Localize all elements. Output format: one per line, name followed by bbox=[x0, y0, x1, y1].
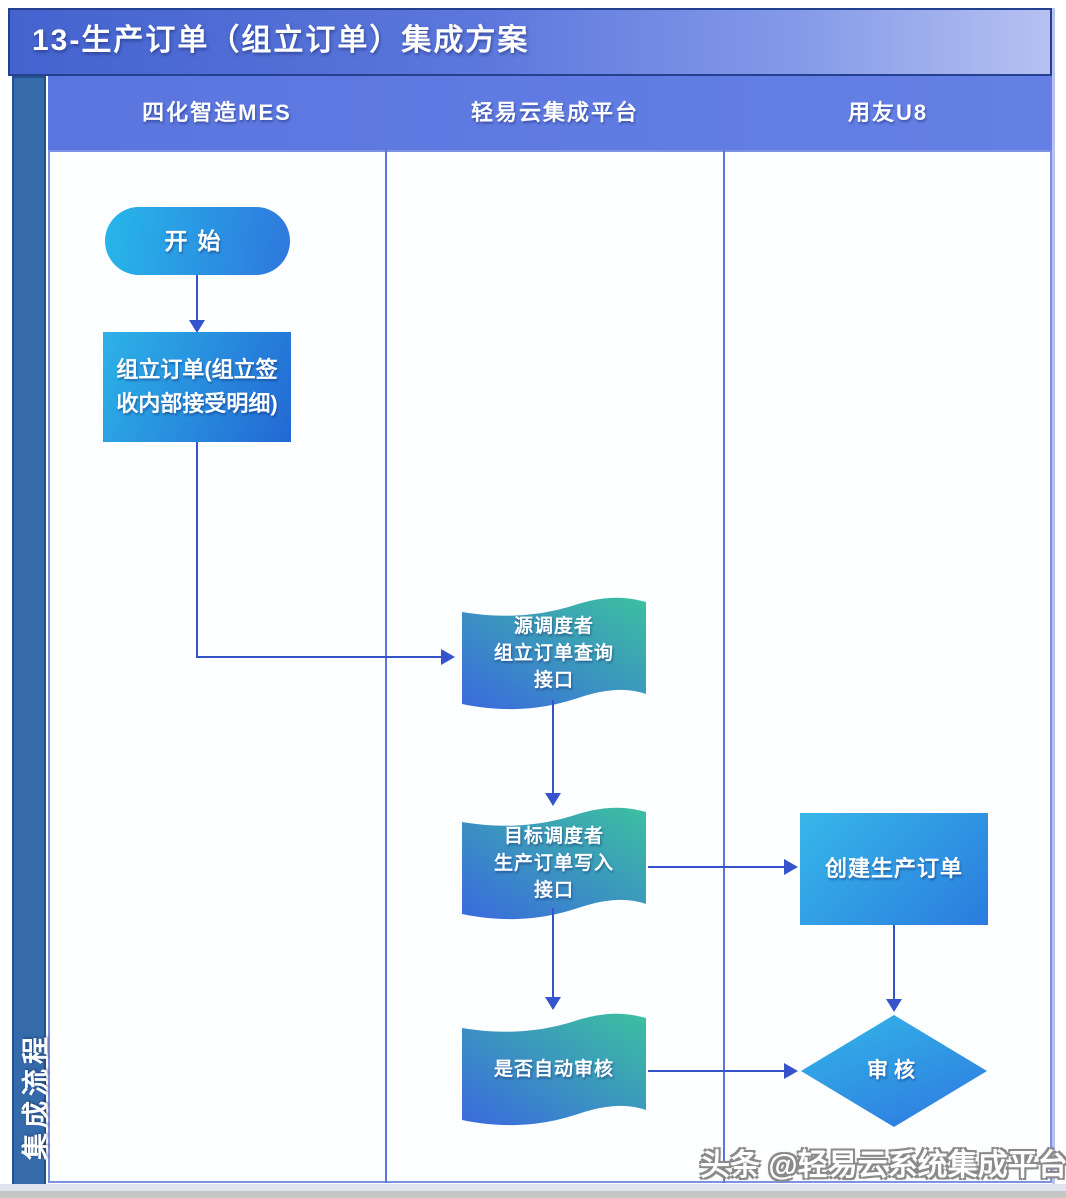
wave-shape bbox=[462, 597, 646, 710]
node-target-scheduler: 目标调度者 生产订单写入 接口 bbox=[460, 806, 648, 926]
connector-create-to-audit bbox=[893, 925, 895, 1000]
node-create-production-order: 创建生产订单 bbox=[800, 813, 988, 925]
node-source-scheduler-label: 源调度者 组立订单查询 接口 bbox=[460, 596, 648, 710]
node-auto-audit-check-label: 是否自动审核 bbox=[460, 1012, 648, 1126]
node-assembly-order: 组立订单(组立签 收内部接受明细) bbox=[103, 332, 291, 442]
wave-shape bbox=[462, 1013, 646, 1126]
connector-assembly-to-source bbox=[196, 656, 441, 658]
lane-title-qingyiyun: 轻易云集成平台 bbox=[470, 100, 639, 125]
source-scheduler-line1: 源调度者 bbox=[513, 615, 594, 637]
connector-source-to-target bbox=[552, 700, 554, 794]
watermark: 头条 @轻易云系统集成平台 bbox=[700, 1149, 1066, 1182]
sidebar-vertical-label: 集成流程 bbox=[21, 1032, 51, 1160]
node-audit-label: 审核 bbox=[867, 1059, 921, 1082]
auto-audit-check-line1: 是否自动审核 bbox=[493, 1058, 614, 1080]
page-bottom-edge-light bbox=[0, 1184, 1066, 1191]
target-scheduler-line3: 接口 bbox=[533, 879, 574, 901]
page-bottom-edge-dark bbox=[0, 1191, 1066, 1198]
node-assembly-order-line1: 组立订单(组立签 bbox=[116, 357, 278, 382]
lane-header-band bbox=[48, 76, 1052, 150]
target-scheduler-line1: 目标调度者 bbox=[503, 825, 604, 847]
arrowhead-down-icon bbox=[886, 999, 902, 1012]
node-assembly-order-line2: 收内部接受明细) bbox=[116, 391, 278, 416]
lane-divider-2 bbox=[723, 150, 725, 1183]
connector-assembly-down bbox=[196, 442, 198, 657]
node-auto-audit-check: 是否自动审核 bbox=[460, 1012, 648, 1132]
node-audit: 审核 bbox=[800, 1014, 988, 1128]
lane-title-yonyou-u8: 用友U8 bbox=[847, 100, 929, 125]
arrowhead-right-icon bbox=[441, 649, 455, 665]
connector-target-to-check bbox=[552, 908, 554, 998]
page-right-edge bbox=[1052, 8, 1055, 1186]
arrowhead-down-icon bbox=[189, 320, 205, 333]
arrowhead-right-icon bbox=[784, 859, 798, 875]
target-scheduler-line2: 生产订单写入 bbox=[493, 852, 614, 874]
lane-title-mes: 四化智造MES bbox=[142, 100, 292, 125]
connector-check-to-audit bbox=[648, 1070, 784, 1072]
source-scheduler-line3: 接口 bbox=[533, 669, 574, 691]
source-scheduler-line2: 组立订单查询 bbox=[493, 642, 614, 664]
node-start: 开始 bbox=[105, 207, 290, 275]
wave-shape bbox=[462, 807, 646, 920]
page-title: 13-生产订单（组立订单）集成方案 bbox=[8, 8, 1052, 76]
process-sidebar: 集成流程 bbox=[12, 76, 51, 1186]
node-target-scheduler-label: 目标调度者 生产订单写入 接口 bbox=[460, 806, 648, 920]
lane-divider-1 bbox=[385, 150, 387, 1183]
arrowhead-down-icon bbox=[545, 793, 561, 806]
connector-start-to-assembly bbox=[196, 275, 198, 320]
arrowhead-down-icon bbox=[545, 997, 561, 1010]
node-source-scheduler: 源调度者 组立订单查询 接口 bbox=[460, 596, 648, 716]
connector-target-to-create bbox=[648, 866, 784, 868]
diamond-shape bbox=[801, 1015, 987, 1127]
arrowhead-right-icon bbox=[784, 1063, 798, 1079]
